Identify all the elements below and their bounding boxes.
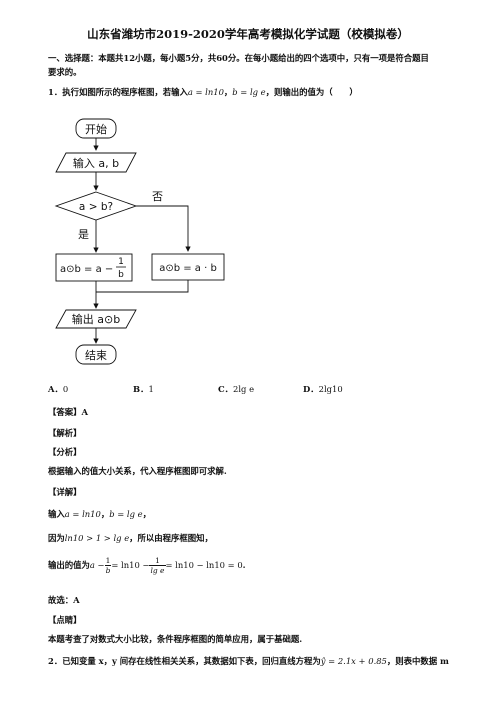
question-1-suffix: ，则输出的值为（ ） [265,87,358,97]
flow-arrow-no [136,205,191,252]
option-c-value: 2lg e [233,384,255,394]
option-b: B．1 [133,383,154,395]
choose-line: 故选：A [48,595,80,605]
detail-input-b: b = lg e [109,509,143,519]
flow-yes-label: 是 [78,228,89,241]
document-title: 山东省潍坊市2019-2020学年高考模拟化学试题（校模拟卷） [87,27,409,41]
flow-input-text: 输入 a, b [73,156,119,170]
dianjing-tag: 【点睛】 [48,615,82,625]
section-heading-line1: 一、选择题：本题共12小题，每小题5分，共60分。在每小题给出的四个选项中，只有… [48,53,429,63]
flow-left-box-text: a⊙b = a − [60,264,113,275]
flow-right-box-text: a⊙b = a · b [159,263,217,274]
flow-left-process [55,253,133,282]
flow-start-text: 开始 [85,122,107,136]
answer-tag: 【答案】A [48,407,88,417]
flow-decision-text: a > b? [79,201,113,213]
flow-output-node [55,309,137,329]
detail-because-expr: ln10 > 1 > lg e [64,533,130,543]
question-1-stem: 1．执行如图所示的程序框图，若输入a = ln10，b = lg e，则输出的值… [48,86,358,98]
detail-because-suffix: ，所以由程序框图知， [129,533,213,543]
option-a-value: 0 [62,384,69,394]
fenxi-text: 根据输入的值大小关系，代入程序框图即可求解. [48,466,227,476]
option-d-label: D． [303,384,319,394]
question-1-b-eq: b = lg e [232,87,266,97]
question-2-stem: 2．已知变量 x，y 间存在线性相关关系，其数据如下表，回归直线方程为ŷ = 2… [48,655,449,667]
question-2-suffix: ，则表中数据 m [386,656,449,666]
question-1-a-eq: a = ln10 [187,87,224,97]
detail-output-end: = ln10 − ln10 = 0 [165,560,243,570]
option-d: D．2lg10 [303,383,343,395]
section-heading-line2: 要求的。 [48,67,82,77]
dianjing-text: 本题考查了对数式大小比较，条件程序框图的简单应用，属于基础题. [48,634,303,644]
detail-because-prefix: 因为 [48,533,65,543]
detail-input-end: ， [142,509,151,519]
detail-input-line: 输入a = ln10，b = lg e， [48,508,151,520]
xiangjie-tag: 【详解】 [48,487,82,497]
detail-input-prefix: 输入 [48,509,65,519]
option-a: A．0 [48,383,68,395]
flow-no-label: 否 [152,190,163,203]
frac1-den: b [105,566,111,575]
frac2-den: lg e [150,566,165,575]
fenxi-tag: 【分析】 [48,447,82,457]
question-2-prefix: 2．已知变量 x，y 间存在线性相关关系，其数据如下表，回归直线方程为 [48,656,321,666]
detail-input-sep: ， [100,509,110,519]
detail-output-prefix: 输出的值为 [48,560,90,570]
flow-left-box-num: 1 [118,257,124,267]
jiexi-tag: 【解析】 [48,428,82,438]
frac1-num: 1 [104,556,112,566]
flow-merge-line [96,280,189,293]
option-c-label: C． [218,384,234,394]
detail-input-a: a = ln10 [64,509,101,519]
detail-output-a: a − [89,560,105,570]
detail-because-line: 因为ln10 > 1 > lg e，所以由程序框图知， [48,532,213,544]
question-1-comma: ， [223,87,233,97]
question-1-prefix: 1．执行如图所示的程序框图，若输入 [48,87,188,97]
flow-input-node [55,152,137,173]
flow-end-text: 结束 [85,349,107,362]
detail-output-mid: = ln10 − [111,560,150,570]
flow-output-text: 输出 a⊙b [72,312,120,326]
frac2-num: 1 [149,556,166,566]
question-2-eq: ŷ = 2.1x + 0.85 [320,656,387,666]
flow-left-box-den: b [118,270,124,280]
flow-end-node [75,344,117,365]
detail-output-dot: . [242,560,246,570]
option-c: C．2lg e [218,383,254,395]
option-b-value: 1 [148,384,154,394]
option-a-label: A． [48,384,63,394]
option-d-value: 2lg10 [318,384,343,394]
option-b-label: B． [133,384,149,394]
